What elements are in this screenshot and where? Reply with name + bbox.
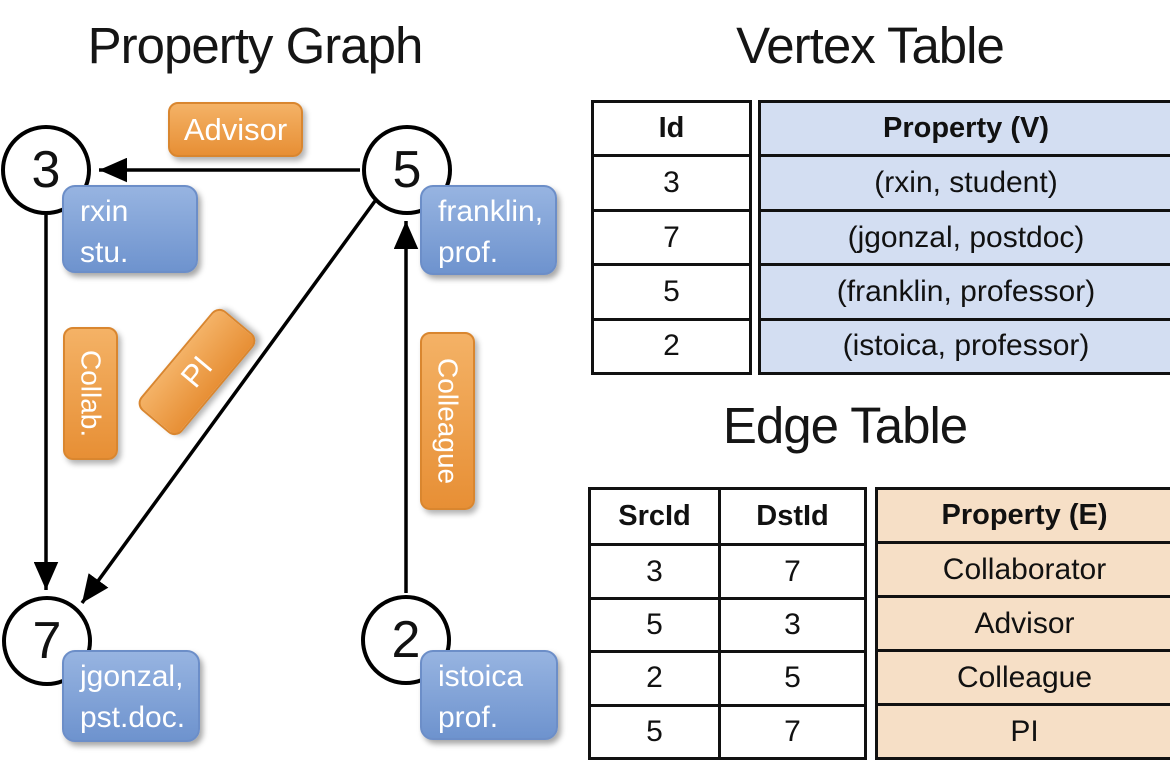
edge-table-property-column: Property (E) Collaborator Advisor Collea… [875,487,1170,760]
vertex-5-id: 5 [392,141,422,199]
edge-table-id-columns: SrcId DstId 3 7 5 3 2 5 5 7 [588,487,867,760]
vertex-table-property-cell: (istoica, professor) [761,317,1170,372]
edge-table-src-cell: 5 [591,596,718,650]
edge-table-property-cell: Colleague [878,649,1170,703]
vertex-3-id: 3 [31,141,61,199]
vertex-7-id: 7 [32,612,62,670]
edge-label-colleague: Colleague [420,332,475,510]
vertex-7-property-line2: pst.doc. [80,701,186,734]
edge-label-pi-text: PI [173,349,220,395]
vertex-table-property-column: Property (V) (rxin, student) (jgonzal, p… [758,100,1170,375]
vertex-2-id: 2 [391,611,421,669]
graph-title: Property Graph [87,17,424,74]
vertex-3-property-box: rxin stu. [62,185,198,273]
edge-table-title: Edge Table [722,397,968,454]
edge-label-advisor: Advisor [168,102,303,157]
vertex-2-property-box: istoica prof. [420,650,558,740]
edge-label-collab: Collab. [63,327,118,460]
vertex-3-property-line1: rxin [80,195,129,228]
vertex-table-property-cell: (jgonzal, postdoc) [761,208,1170,263]
vertex-table-id-cell: 5 [594,263,749,317]
edge-table-dst-cell: 5 [718,650,864,704]
edge-table-property-header: Property (E) [941,499,1108,531]
edge-table-srcid-header: SrcId [618,500,691,533]
vertex-5-property-box: franklin, prof. [420,185,557,275]
edge-table-src-cell: 3 [591,543,718,596]
vertex-table-property-cell: (rxin, student) [761,154,1170,208]
vertex-7-property-box: jgonzal, pst.doc. [62,650,200,742]
edge-table-dst-cell: 7 [718,543,864,597]
vertex-table-id-header: Id [658,112,685,145]
vertex-table-property-header: Property (V) [883,112,1049,145]
edge-table-src-cell: 2 [591,650,718,703]
vertex-3: 3 [1,125,91,215]
edge-table-dst-cell: 3 [718,596,864,651]
vertex-table-property-cell: (franklin, professor) [761,263,1170,317]
edge-label-collab-text: Collab. [75,349,107,438]
edge-label-colleague-text: Colleague [432,357,464,485]
vertex-5-property-line1: franklin, [438,195,544,228]
vertex-table-id-cell: 2 [594,317,749,372]
vertex-7-property-line1: jgonzal, [80,660,184,693]
vertex-2-property-line2: prof. [438,701,499,734]
vertex-2-property-line1: istoica [438,660,524,693]
vertex-5-property-line2: prof. [438,236,499,269]
vertex-table-id-cell: 7 [594,208,749,263]
edge-5-to-7 [80,199,377,605]
vertex-table-title: Vertex Table [736,17,1005,74]
edge-table-property-cell: Collaborator [878,541,1170,595]
edge-table-property-cell: Advisor [878,595,1170,649]
vertex-3-property-line2: stu. [80,236,129,269]
edge-table-dstid-header: DstId [718,490,864,544]
edge-table-property-cell: PI [878,703,1170,757]
edge-table-src-cell: 5 [591,703,718,757]
edge-label-advisor-text: Advisor [183,111,288,147]
vertex-table-id-cell: 3 [594,154,749,208]
edge-table-dst-cell: 7 [718,703,864,757]
vertex-table-id-column: Id 3 7 5 2 [591,100,752,375]
